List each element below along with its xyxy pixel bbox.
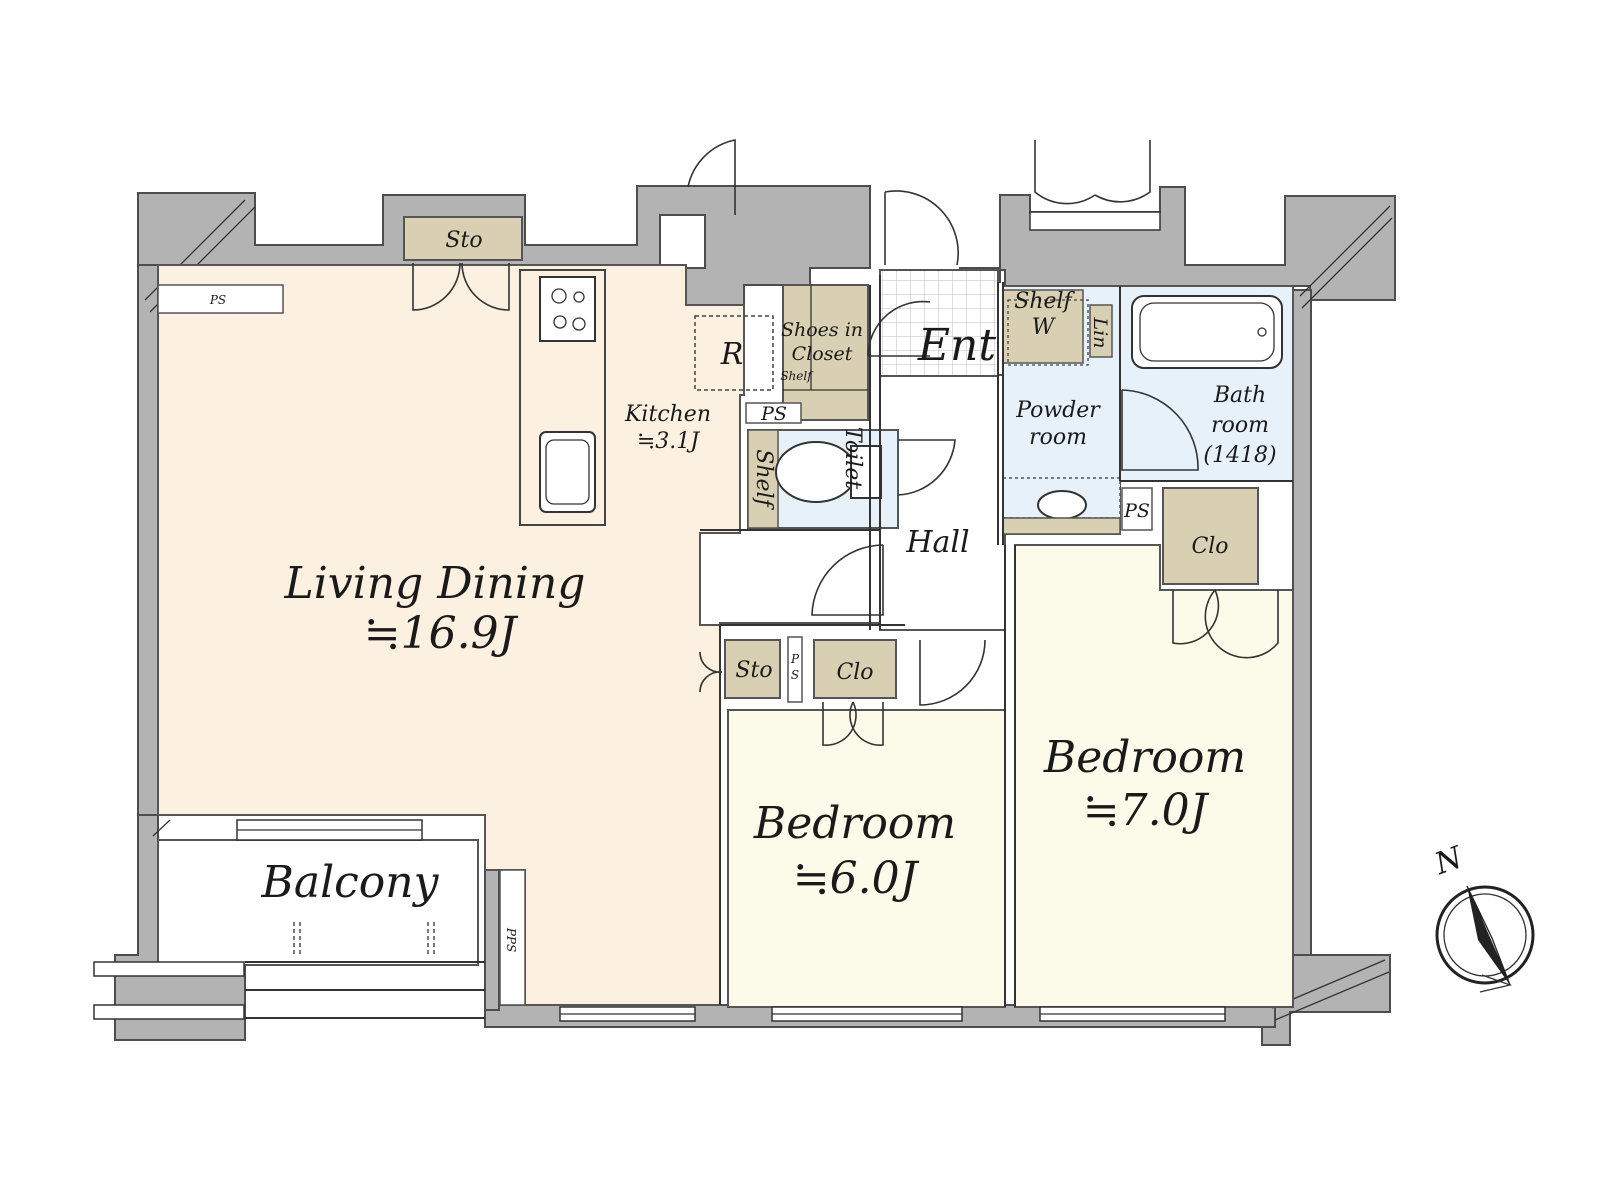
small-bedroom-name: Bedroom (753, 798, 956, 849)
right-closet-box (1162, 487, 1259, 585)
linen-shelf-box (1089, 304, 1113, 358)
shoe-closet-line2: Closet (792, 343, 853, 365)
bath-name-line1: Bath (1213, 383, 1266, 408)
windows (93, 211, 1226, 1022)
small-bedroom-area: ≒6.0J (793, 853, 920, 904)
right-closet-label: Clo (1191, 534, 1228, 559)
ps-kitchen-label: PS (760, 403, 787, 425)
pps-box (499, 869, 526, 1006)
ps-closet-label-line2: S (791, 668, 799, 682)
ps-bath-label: PS (1123, 500, 1150, 522)
powder-shelf-box (1002, 289, 1084, 364)
bath-name-line3: (1418) (1203, 443, 1276, 468)
balcony-name: Balcony (261, 857, 440, 908)
shoe-closet-box (782, 284, 869, 421)
linen-label: Lin (1089, 317, 1111, 349)
ps-top-left-label: PS (209, 293, 226, 307)
mid-storage-label: Sto (735, 658, 772, 683)
entrance-name: Ent (917, 320, 996, 371)
pps-label: PPS (504, 927, 518, 952)
top-left-ps-box (157, 284, 284, 314)
kitchen-area: ≒3.1J (637, 429, 700, 454)
toilet-shelf-box (747, 429, 779, 529)
sink-icon (539, 431, 596, 513)
large-bedroom-name: Bedroom (1043, 732, 1246, 783)
wall-top-right (999, 186, 1396, 301)
shoe-shelf-label: Shelf (780, 369, 814, 383)
small-bedroom-floor (727, 709, 1006, 1008)
toilet-name: Toilet (840, 427, 865, 489)
fridge-label: R (720, 337, 744, 372)
mid-storage-box (724, 639, 781, 699)
shoe-closet-line1: Shoes in (781, 319, 863, 341)
kitchen-ps-box (745, 402, 802, 424)
hall-name: Hall (905, 525, 969, 560)
mid-closet-box (813, 639, 897, 699)
storage (157, 216, 1283, 1006)
toilet-tank-icon (850, 445, 882, 499)
basin-icon (1037, 490, 1087, 520)
bath-name-line2: room (1211, 413, 1269, 438)
fridge-space (694, 315, 774, 391)
wall-left (137, 264, 159, 821)
compass-north-label: N (1429, 840, 1468, 883)
top-storage-box (403, 216, 523, 261)
powder-name-line2: room (1029, 425, 1087, 450)
cooktop-icon (539, 276, 596, 342)
mid-ps-box (787, 636, 803, 703)
living-room-area: ≒16.9J (364, 608, 519, 659)
partitions (700, 275, 1293, 1007)
powder-shelf-label: Shelf (1014, 289, 1075, 314)
top-storage-label: Sto (445, 228, 482, 253)
living-room-name: Living Dining (284, 558, 586, 609)
wall-right (1292, 289, 1312, 956)
large-bedroom-area: ≒7.0J (1083, 785, 1210, 836)
doors (412, 139, 1279, 746)
labels: Living Dining ≒16.9J Kitchen ≒3.1J Bedro… (209, 228, 1277, 952)
toilet-shelf-label: Shelf (751, 449, 776, 510)
bathtub-icon (1131, 295, 1283, 369)
north-compass: N (1429, 840, 1535, 993)
bath-ps-box (1121, 487, 1153, 531)
powder-name-line1: Powder (1015, 398, 1101, 423)
entrance-floor (879, 269, 999, 377)
mid-closet-label: Clo (836, 660, 873, 685)
kitchen-name: Kitchen (624, 402, 711, 427)
washer-label: W (1032, 315, 1057, 340)
ps-closet-label-line1: P (790, 652, 800, 666)
